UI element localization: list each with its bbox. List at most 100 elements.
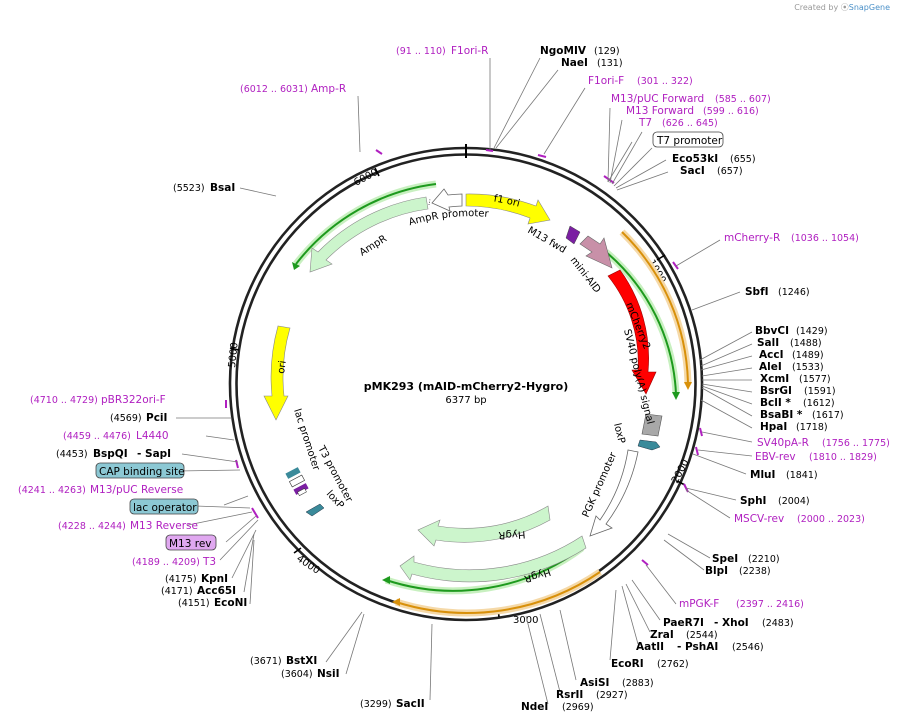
feature-mini-aid[interactable]	[579, 235, 613, 269]
dots-marker: ⋯	[425, 198, 434, 206]
primer-labels: (91 .. 110)F1ori-R (6012 .. 6031)Amp-R F…	[18, 45, 890, 610]
primer-label[interactable]: (4710 .. 4729)pBR322ori-F	[30, 394, 166, 406]
svg-text:(3671): (3671)	[250, 656, 282, 667]
tick-marks	[229, 167, 686, 618]
svg-text:AleI: AleI	[759, 361, 782, 373]
site-label[interactable]: SphI(2004)	[740, 495, 810, 507]
primer-label[interactable]: mCherry-R(1036 .. 1054)	[724, 232, 859, 244]
feature-sv40[interactable]	[641, 413, 663, 437]
primer-label[interactable]: (4241 .. 4263)M13/pUC Reverse	[18, 484, 183, 496]
site-label[interactable]: BsaBI *(1617)	[760, 409, 844, 421]
svg-text:SpeI: SpeI	[712, 553, 738, 565]
primer-label[interactable]: SV40pA-R(1756 .. 1775)	[757, 437, 890, 449]
primer-label[interactable]: M13/pUC Forward(585 .. 607)	[611, 93, 771, 105]
feature-pgk-promoter[interactable]	[589, 449, 639, 537]
primer-label[interactable]: T7(626 .. 645)	[638, 117, 718, 129]
primer-label[interactable]: mPGK-F (2397 .. 2416)	[679, 598, 804, 610]
site-label[interactable]: (4175)KpnI	[165, 573, 228, 585]
svg-text:(3299): (3299)	[360, 699, 392, 710]
feature-mcherry2[interactable]	[607, 269, 657, 395]
primer-label[interactable]: (4459 .. 4476) L4440	[63, 430, 169, 442]
svg-text:mPGK-F: mPGK-F	[679, 598, 719, 610]
site-label[interactable]: SalI(1488)	[757, 337, 822, 349]
site-label[interactable]: NaeI(131)	[561, 57, 623, 69]
site-label[interactable]: HpaI(1718)	[760, 421, 828, 433]
site-label[interactable]: BclI *(1612)	[760, 397, 835, 409]
svg-text:(4228 .. 4244): (4228 .. 4244)	[58, 521, 126, 532]
sites-top: NgoMIV(129) NaeI(131)	[540, 45, 623, 69]
site-label[interactable]: AleI(1533)	[759, 361, 824, 373]
feature-ampr-promoter[interactable]: ⋯	[425, 188, 463, 212]
site-label[interactable]: (3671) BstXI	[250, 655, 317, 667]
primer-label[interactable]: F1ori-F(301 .. 322)	[588, 75, 693, 87]
box-cap-binding-site[interactable]: CAP binding site	[95, 462, 185, 479]
svg-text:MSCV-rev: MSCV-rev	[734, 513, 784, 525]
site-label[interactable]: SacI (657)	[680, 165, 743, 177]
site-label[interactable]: AsiSI(2883)	[580, 677, 654, 689]
primer-label[interactable]: (4228 .. 4244)M13 Reverse	[58, 520, 198, 532]
primer-label[interactable]: MSCV-rev(2000 .. 2023)	[734, 513, 865, 525]
site-label[interactable]: (5523)BsaI	[173, 182, 235, 194]
svg-text:SacI: SacI	[680, 165, 705, 177]
leader-lines	[176, 57, 753, 705]
svg-text:(2483): (2483)	[762, 618, 794, 629]
primer-label[interactable]: (6012 .. 6031)Amp-R	[240, 83, 346, 95]
site-label[interactable]: (4569)PciI	[110, 412, 167, 424]
site-label[interactable]: MluI(1841)	[750, 469, 818, 481]
box-t7-promoter[interactable]: T7 promoter	[652, 131, 724, 148]
site-label[interactable]: ZraI(2544)	[650, 629, 718, 641]
site-label[interactable]: BsrGI(1591)	[760, 385, 836, 397]
feature-hygr-2[interactable]	[399, 535, 587, 583]
site-label[interactable]: (3299)SacII	[360, 698, 425, 710]
site-label[interactable]: XcmI(1577)	[760, 373, 831, 385]
box-m13-rev[interactable]: M13 rev	[165, 534, 217, 551]
sites-right: Eco53kI(655) SacI (657) SbfI(1246) BbvCI(…	[521, 153, 844, 713]
credit-text: Created by	[794, 3, 839, 12]
primer-label[interactable]: (4189 .. 4209)T3	[132, 556, 216, 568]
svg-text:(1489): (1489)	[792, 350, 824, 361]
primer-label[interactable]: M13 Forward(599 .. 616)	[626, 105, 759, 117]
site-label[interactable]: NdeI(2969)	[521, 701, 594, 713]
svg-text:- SapI: - SapI	[137, 448, 171, 460]
plasmid-length: 6377 bp	[445, 395, 486, 406]
primer-label[interactable]: EBV-rev(1810 .. 1829)	[755, 451, 877, 463]
tick-label-5000: 5000	[227, 342, 241, 368]
svg-text:(657): (657)	[717, 166, 743, 177]
label-ampr: AmpR	[358, 233, 389, 258]
site-label[interactable]: Eco53kI(655)	[672, 153, 756, 165]
label-ampr-promoter: AmpR promoter	[407, 208, 489, 228]
svg-text:PaeR7I: PaeR7I	[663, 617, 704, 629]
site-label[interactable]: AccI(1489)	[759, 349, 824, 361]
site-label[interactable]: AatII- PshAI(2546)	[636, 641, 764, 653]
site-label[interactable]: NgoMIV(129)	[540, 45, 620, 57]
site-label[interactable]: EcoRI(2762)	[611, 658, 689, 670]
site-label[interactable]: PaeR7I- XhoI(2483)	[663, 617, 794, 629]
feature-hygr-1[interactable]	[417, 505, 551, 547]
svg-text:L4440: L4440	[136, 430, 169, 442]
svg-text:(655): (655)	[730, 154, 756, 165]
svg-text:(2397 .. 2416): (2397 .. 2416)	[736, 599, 804, 610]
site-label[interactable]: BbvCI(1429)	[755, 325, 828, 337]
primer-label[interactable]: (91 .. 110)F1ori-R	[396, 45, 488, 57]
label-hygr-1: HygR	[498, 528, 526, 540]
site-label[interactable]: (4453)BspQI- SapI	[56, 448, 171, 460]
feature-loxp-right[interactable]	[637, 439, 661, 451]
site-label[interactable]: BlpI(2238)	[705, 565, 771, 577]
feature-m13-fwd[interactable]	[565, 225, 581, 245]
site-label[interactable]: SbfI(1246)	[745, 286, 810, 298]
site-label[interactable]: (4151)EcoNI	[178, 597, 247, 609]
site-label[interactable]: SpeI(2210)	[712, 553, 780, 565]
feature-f1-ori[interactable]	[465, 193, 551, 225]
site-label[interactable]: (3604)NsiI	[281, 668, 340, 680]
svg-text:(4459 .. 4476): (4459 .. 4476)	[63, 431, 131, 442]
feature-lac-cluster[interactable]	[285, 467, 325, 517]
svg-text:F1ori-F: F1ori-F	[588, 75, 624, 87]
svg-text:(2544): (2544)	[686, 630, 718, 641]
feature-ampr[interactable]	[309, 196, 429, 273]
box-lac-operator[interactable]: lac operator	[129, 498, 199, 515]
site-label[interactable]: RsrII(2927)	[556, 689, 628, 701]
site-label[interactable]: (4171)Acc65I	[161, 585, 236, 597]
svg-text:BstXI: BstXI	[286, 655, 317, 667]
feature-ori[interactable]	[263, 325, 291, 421]
